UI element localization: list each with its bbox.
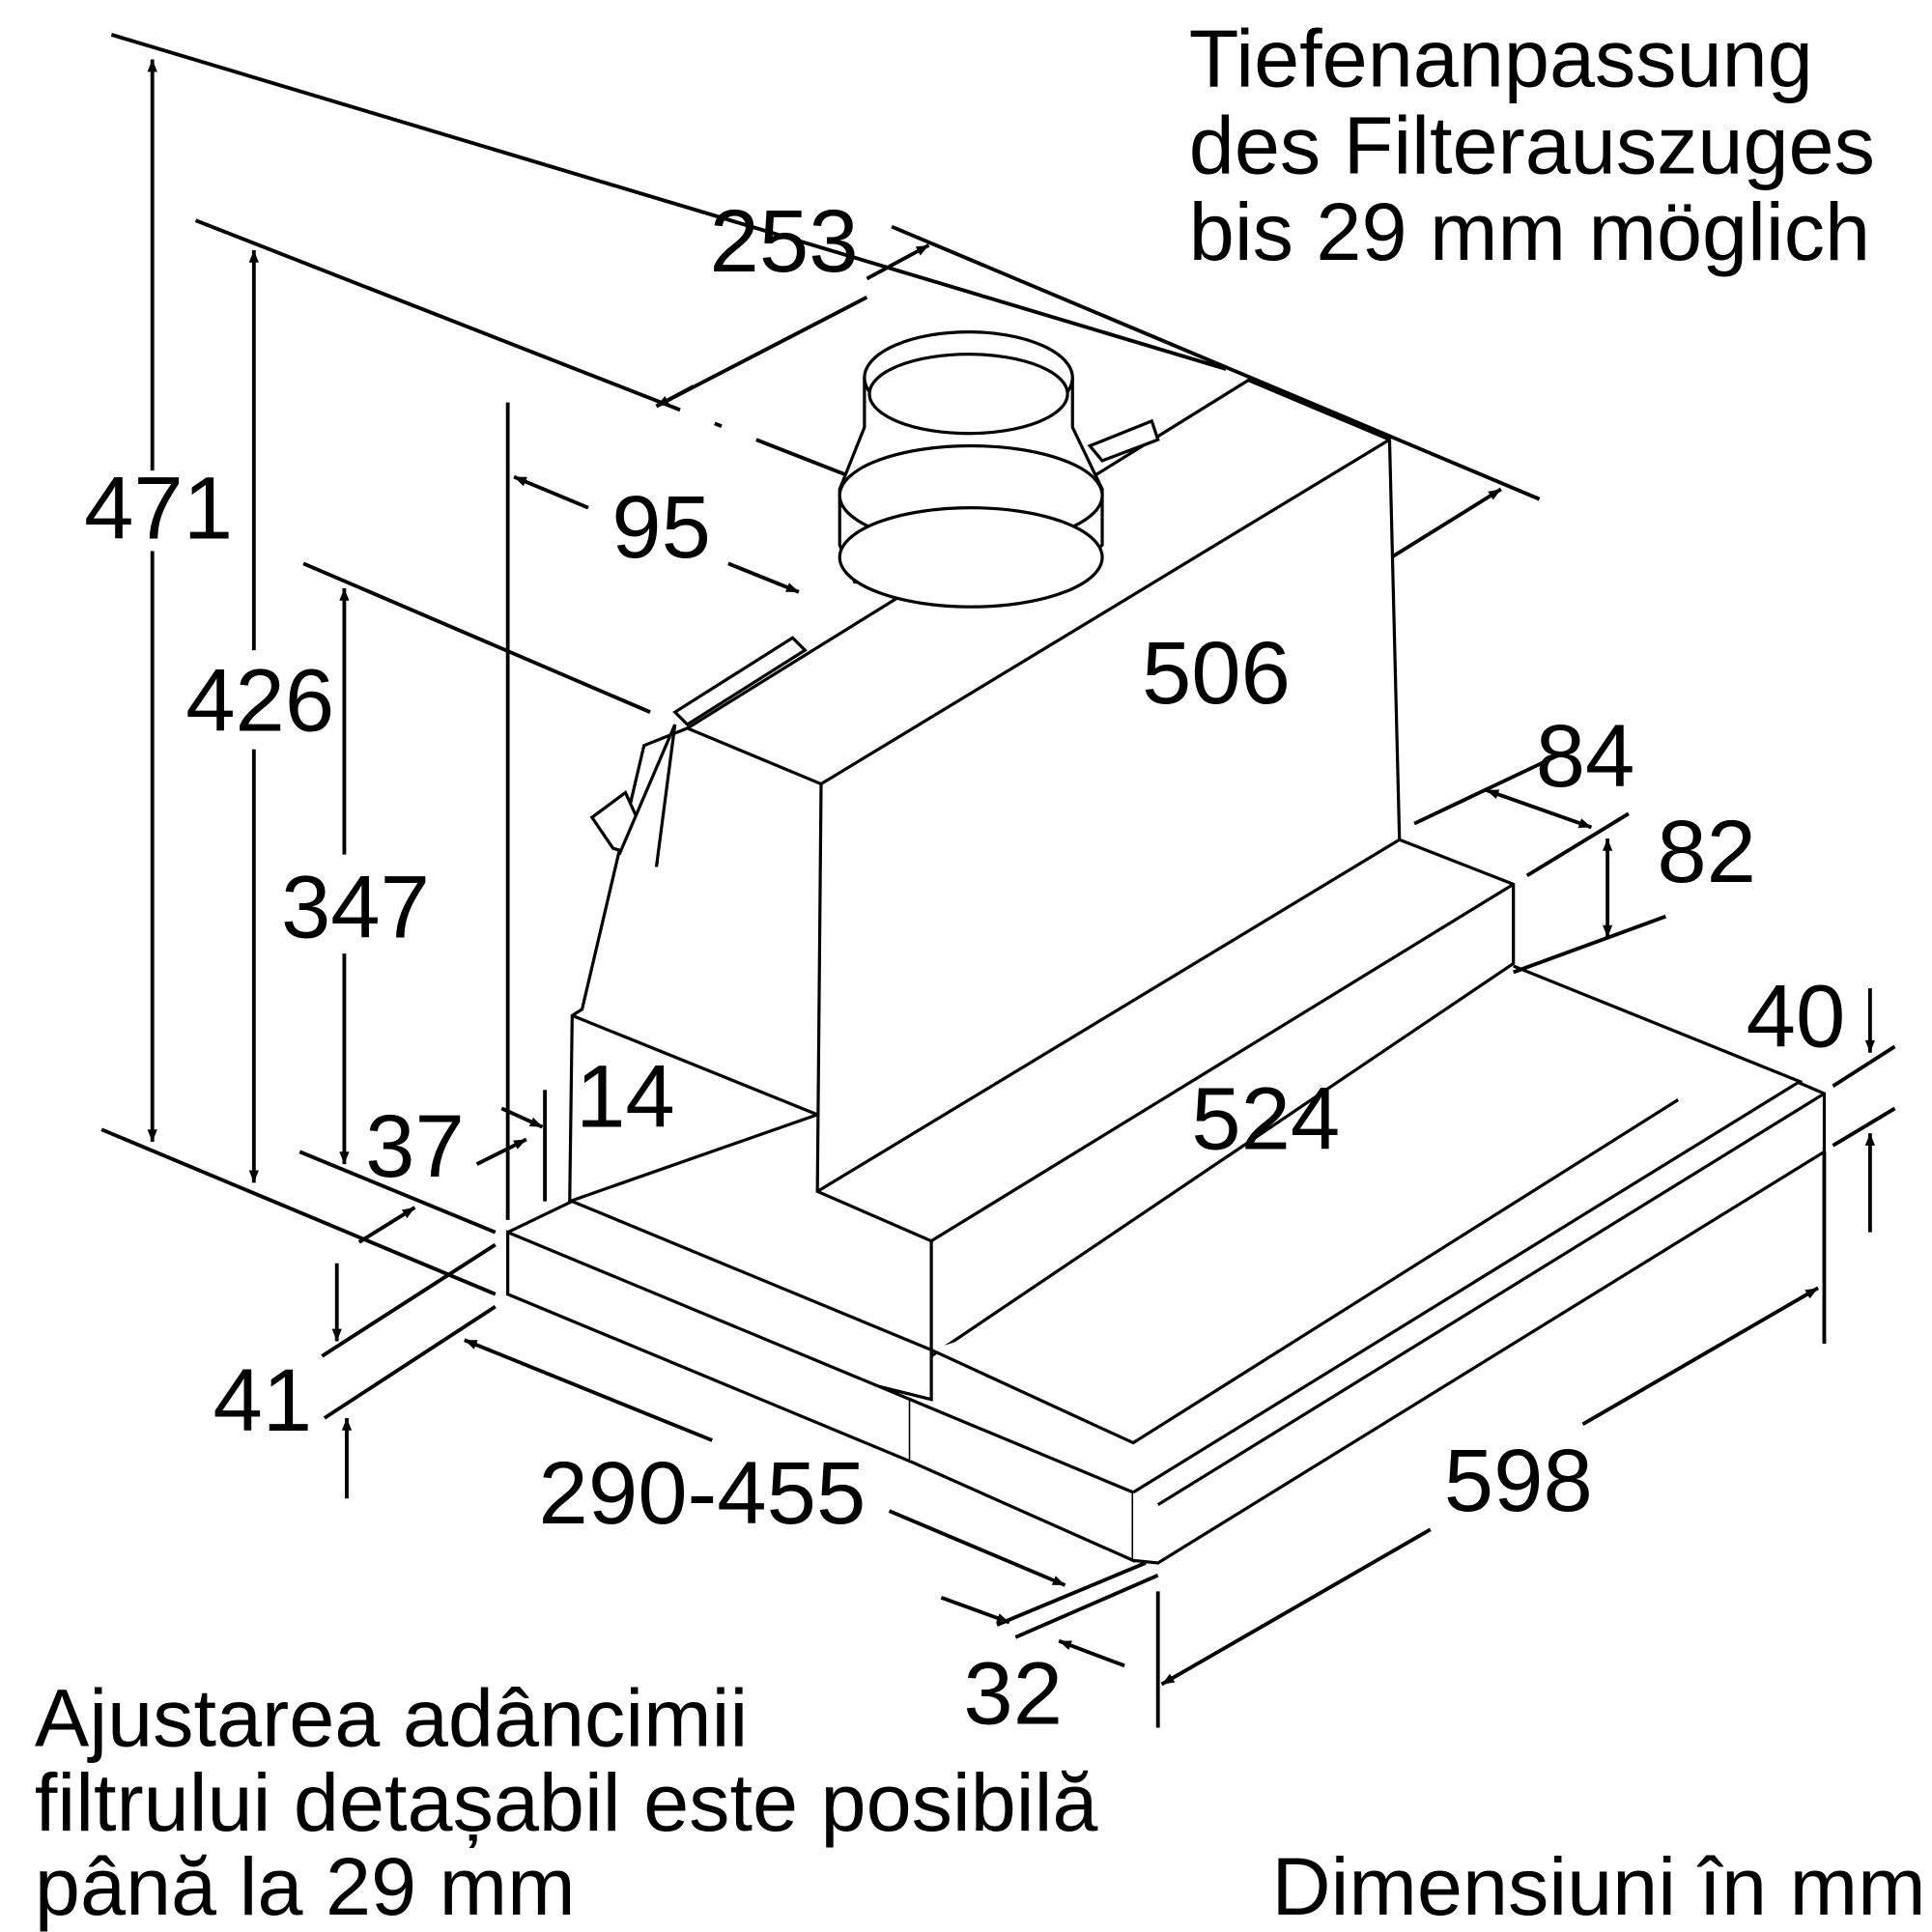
dim-95: 95 xyxy=(611,476,711,577)
units-label: Dimensiuni în mm xyxy=(1272,1840,1926,1932)
extension-lines xyxy=(100,33,1896,1728)
note-ro-line-1: Ajustarea adâncimii xyxy=(35,1672,748,1764)
dim-598: 598 xyxy=(1444,1430,1593,1530)
dim-40: 40 xyxy=(1747,965,1846,1065)
note-romanian: Ajustarea adâncimii filtrului detașabil … xyxy=(35,1672,1098,1932)
note-german: Tiefenanpassung des Filterauszuges bis 2… xyxy=(1189,13,1875,277)
hood-outline xyxy=(506,378,1827,1565)
dim-82: 82 xyxy=(1657,801,1756,901)
dim-506: 506 xyxy=(1142,622,1291,723)
note-de-line-1: Tiefenanpassung xyxy=(1189,13,1813,104)
dim-41: 41 xyxy=(213,1350,312,1450)
note-ro-line-2: filtrului detașabil este posibilă xyxy=(35,1756,1098,1848)
dim-347: 347 xyxy=(281,857,430,957)
note-ro-line-3: până la 29 mm xyxy=(35,1840,576,1932)
dim-524: 524 xyxy=(1191,1068,1340,1169)
dim-290-455: 290-455 xyxy=(539,1442,867,1543)
dim-14: 14 xyxy=(576,1046,675,1147)
dim-426: 426 xyxy=(185,649,334,750)
note-de-line-3: bis 29 mm möglich xyxy=(1189,185,1870,277)
exhaust-duct xyxy=(672,329,1160,727)
dimension-labels: 253 471 426 347 95 506 84 82 40 14 37 52… xyxy=(84,190,1845,1744)
dim-471: 471 xyxy=(84,458,233,558)
dim-32: 32 xyxy=(963,1643,1063,1744)
dim-37: 37 xyxy=(365,1095,465,1196)
dim-84: 84 xyxy=(1536,705,1635,806)
dim-253: 253 xyxy=(710,190,859,291)
note-de-line-2: des Filterauszuges xyxy=(1189,99,1875,190)
